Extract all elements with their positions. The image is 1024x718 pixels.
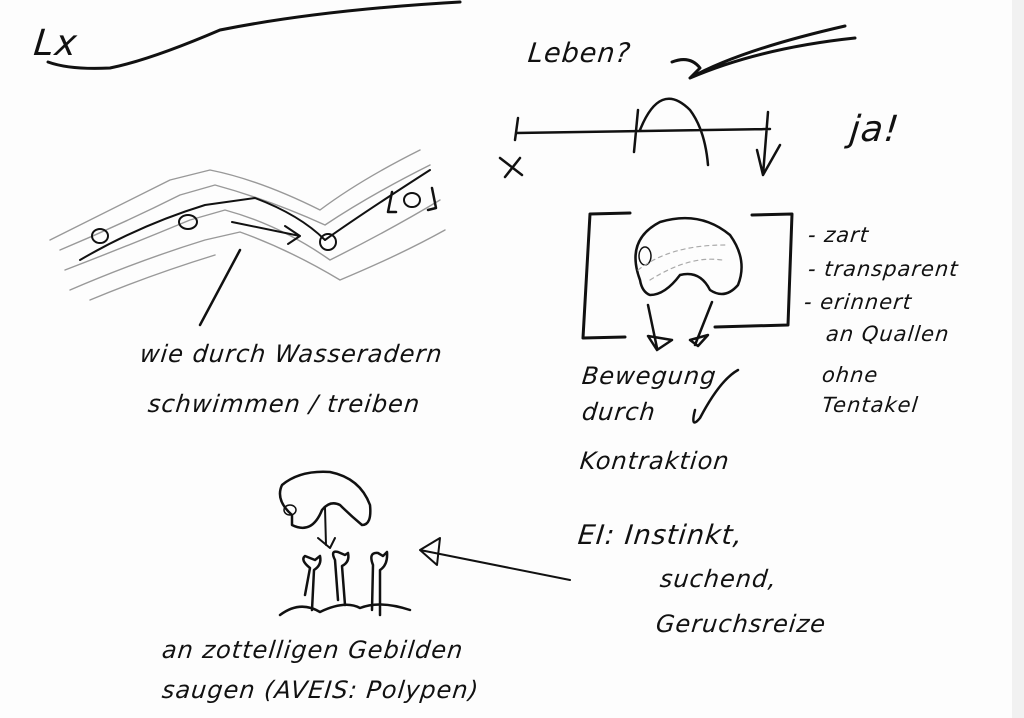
water-veins xyxy=(49,149,446,301)
egg-note-line3: Geruchsreize xyxy=(654,610,828,638)
feeding-line2: saugen (AVEIS: Polypen) xyxy=(160,676,481,704)
swoosh-line xyxy=(46,0,462,70)
pointer-line xyxy=(198,248,242,327)
creature-body xyxy=(634,216,743,297)
movement-line3: Kontraktion xyxy=(578,447,732,475)
organism-dot xyxy=(178,214,198,230)
scribble-cross-out xyxy=(670,24,857,80)
trait-item: ohne xyxy=(820,363,880,387)
arrow-icon xyxy=(419,537,571,581)
ground-line xyxy=(278,603,412,617)
organism-dot xyxy=(319,233,337,251)
life-answer: ja! xyxy=(847,109,902,150)
cross-mark xyxy=(498,156,524,179)
movement-line2: durch xyxy=(580,398,658,426)
creature-diagram xyxy=(581,211,794,424)
arrow-icon xyxy=(231,221,301,245)
creature-body xyxy=(278,470,372,530)
polyp xyxy=(331,550,350,607)
polyp xyxy=(302,554,322,612)
trait-item: - zart xyxy=(806,223,871,247)
feeding-line1: an zottelligen Gebilden xyxy=(160,636,465,664)
polyp-diagram xyxy=(278,470,571,617)
movement-flourish xyxy=(692,368,740,424)
organism-dot xyxy=(91,228,109,244)
vein-line xyxy=(79,169,431,261)
movement-line1: Bewegung xyxy=(580,362,719,390)
trait-item: an Quallen xyxy=(824,322,951,346)
sketch-mark: Lx xyxy=(31,23,80,64)
trait-item: Tentakel xyxy=(820,393,920,417)
egg-note-line1: EI: Instinkt, xyxy=(576,520,745,551)
trait-item: - erinnert xyxy=(802,290,914,314)
trait-item: - transparent xyxy=(806,257,960,281)
arrow-icon xyxy=(646,300,714,352)
polyp xyxy=(370,550,389,617)
water-note-line1: wie durch Wasseradern xyxy=(138,340,445,368)
zoom-frame xyxy=(386,186,438,214)
life-question: Leben? xyxy=(526,38,633,69)
water-note-line2: schwimmen / treiben xyxy=(146,390,422,418)
egg-note-line2: suchend, xyxy=(658,565,779,593)
life-scale xyxy=(498,97,782,179)
